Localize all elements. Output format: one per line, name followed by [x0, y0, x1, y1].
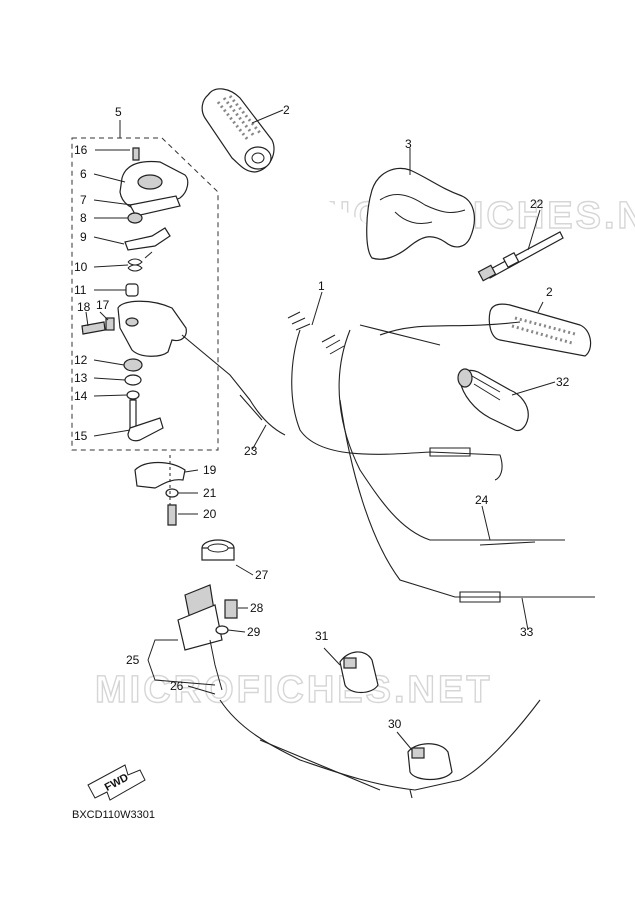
callout-8: 8	[80, 211, 87, 225]
callout-25: 25	[126, 653, 140, 667]
callout-20: 20	[203, 507, 217, 521]
watermark-bottom: MICROFICHES.NET	[95, 669, 493, 711]
callout-16: 16	[74, 143, 88, 157]
callout-19: 19	[203, 463, 217, 477]
callout-7: 7	[80, 193, 87, 207]
switch-boot[interactable]	[457, 368, 529, 432]
callout-12: 12	[74, 353, 88, 367]
throttle-group-outline	[71, 137, 219, 451]
callout-9: 9	[80, 230, 87, 244]
callout-14: 14	[74, 389, 88, 403]
handlebar-cover[interactable]	[366, 167, 476, 260]
callout-29: 29	[247, 625, 261, 639]
callout-11: 11	[74, 283, 87, 297]
callout-10: 10	[74, 260, 88, 274]
callout-5: 5	[115, 105, 122, 119]
diagram-code: BXCD110W3301	[72, 809, 155, 821]
start-stop-switch[interactable]	[177, 539, 238, 691]
callout-13: 13	[74, 371, 88, 385]
callout-2-right: 2	[546, 285, 553, 299]
callout-6: 6	[80, 167, 87, 181]
callout-3: 3	[405, 137, 412, 151]
throttle-housing-parts[interactable]	[81, 147, 189, 526]
callout-26: 26	[170, 679, 184, 693]
callout-23: 23	[244, 444, 258, 458]
fwd-arrow: FWD	[87, 764, 146, 801]
callout-27: 27	[255, 568, 269, 582]
callout-18: 18	[77, 300, 91, 314]
callout-22: 22	[530, 197, 544, 211]
cables	[181, 321, 595, 799]
grip-left[interactable]	[201, 88, 275, 173]
callout-17: 17	[96, 298, 110, 312]
callout-21: 21	[203, 486, 217, 500]
callout-24: 24	[475, 493, 489, 507]
callout-15: 15	[74, 429, 88, 443]
cable-tie[interactable]	[477, 231, 564, 282]
callout-labels: 1 2 2 3 5 6 7 8 9 10 11 12 13 14 15 16 1…	[74, 103, 570, 731]
callout-33: 33	[520, 625, 534, 639]
callout-2-top: 2	[283, 103, 290, 117]
callout-28: 28	[250, 601, 264, 615]
cable-bands[interactable]	[339, 651, 453, 781]
leader-lines	[85, 109, 556, 751]
callout-1: 1	[318, 279, 325, 293]
callout-31: 31	[315, 629, 329, 643]
callout-30: 30	[388, 717, 402, 731]
grip-right[interactable]	[488, 303, 592, 357]
callout-32: 32	[556, 375, 570, 389]
